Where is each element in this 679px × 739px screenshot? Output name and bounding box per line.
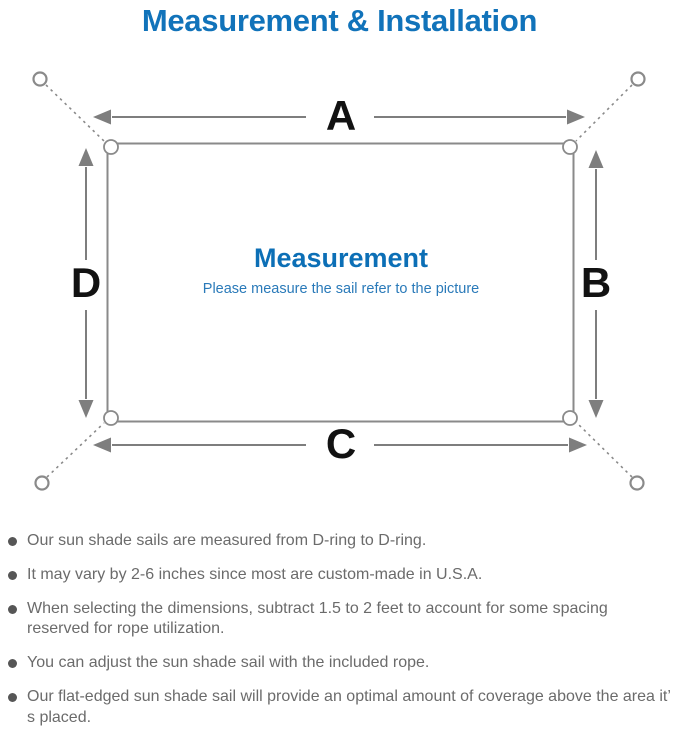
arrow-b-down-head [588, 400, 604, 418]
dimension-label-b: B [580, 259, 612, 306]
d-ring-icons [103, 139, 578, 426]
anchor-ring-icon-bottom-left [34, 475, 50, 491]
note-text: Our sun shade sails are measured from D-… [27, 532, 427, 549]
dimension-label-d: D [70, 259, 102, 306]
page-title: Measurement & Installation [141, 3, 538, 38]
arrow-c-right-head [569, 437, 587, 453]
rope-line-top-left [45, 84, 105, 142]
anchor-ring-icon-bottom-right [629, 475, 645, 491]
arrow-c-left-head [93, 437, 111, 453]
bullet-icon [8, 659, 17, 669]
diagram-caption-subtitle: Please measure the sail refer to the pic… [202, 281, 480, 298]
bullet-icon [8, 604, 17, 614]
rope-line-top-right [575, 84, 633, 142]
note-text: You can adjust the sun shade sail with t… [27, 654, 430, 672]
rope-dotted-lines [45, 84, 633, 478]
diagram-caption: Measurement Please measure the sail refe… [203, 242, 479, 297]
list-item: You can adjust the sun shade sail with t… [8, 653, 673, 674]
list-item: Our sun shade sails are measured from D-… [8, 531, 673, 552]
note-text: When selecting the dimensions, subtract … [27, 599, 608, 638]
note-text: It may vary by 2-6 inches since most are… [27, 565, 483, 583]
rope-line-bottom-right [576, 422, 633, 478]
dimension-label-c: C [325, 420, 357, 467]
diagram-caption-title: Measurement [253, 243, 429, 273]
measurement-diagram [32, 71, 646, 491]
bullet-icon [8, 570, 17, 580]
arrow-d-up-head [78, 148, 94, 166]
d-ring-icon-top-left [103, 139, 119, 155]
list-item: When selecting the dimensions, subtract … [8, 599, 673, 641]
dimension-label-a: A [325, 92, 357, 139]
note-text: Our flat-edged sun shade sail will provi… [27, 687, 671, 726]
dimension-arrows [78, 109, 604, 453]
d-ring-icon-bottom-right [562, 410, 578, 426]
arrow-a-right-head [567, 109, 585, 125]
d-ring-icon-top-right [562, 139, 578, 155]
d-ring-icon-bottom-left [103, 410, 119, 426]
list-item: It may vary by 2-6 inches since most are… [8, 565, 673, 586]
anchor-ring-icons [32, 71, 646, 491]
anchor-ring-icon-top-left [32, 71, 48, 87]
sail-outline [106, 142, 575, 423]
arrow-a-left-head [93, 109, 111, 125]
list-item: Our flat-edged sun shade sail will provi… [8, 687, 673, 729]
bullet-icon [8, 692, 17, 702]
anchor-ring-icon-top-right [630, 71, 646, 87]
arrow-b-up-head [588, 150, 604, 168]
bullet-icon [8, 537, 17, 546]
arrow-d-down-head [78, 400, 94, 418]
rope-line-bottom-left [46, 422, 105, 478]
notes-list: Our sun shade sails are measured from D-… [8, 531, 673, 729]
